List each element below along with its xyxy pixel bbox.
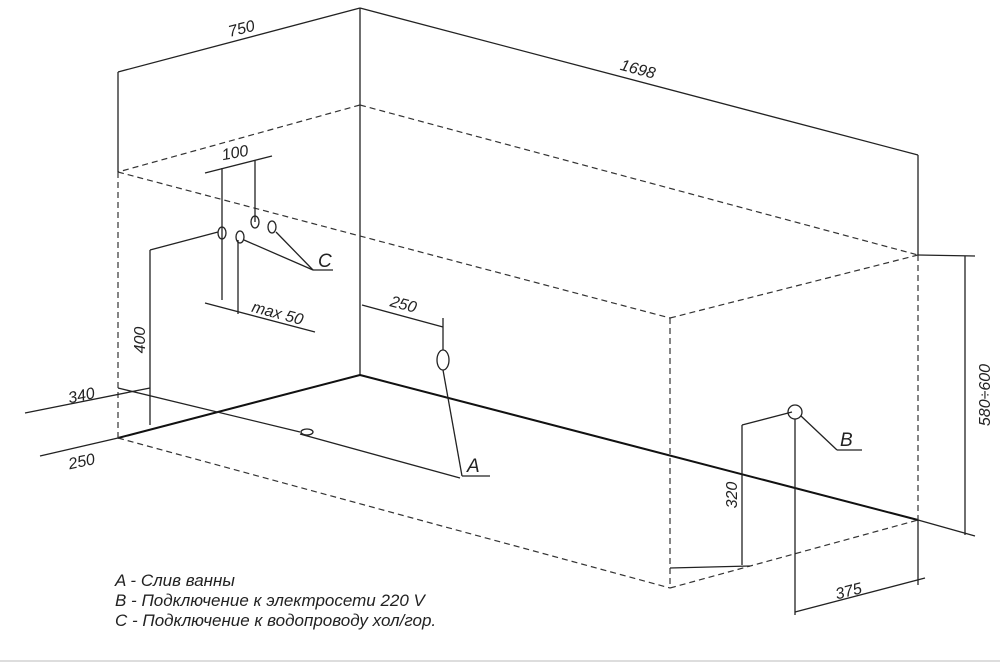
drain-outlet: [436, 349, 450, 371]
dim-power-height: 320: [724, 482, 741, 509]
leader-lines: [243, 231, 862, 477]
wall-floor-line-side: [117, 374, 361, 439]
dim-water-max: max 50: [250, 299, 305, 329]
power-outlet: [787, 404, 803, 420]
dim-left-offset: 340: [67, 385, 97, 407]
legend: A - Слив ванны B - Подключение к электро…: [115, 571, 436, 631]
marker-b: B: [840, 430, 853, 451]
dim-water-height: 400: [132, 327, 149, 354]
water-connections: [217, 215, 277, 244]
dimension-lines: [24, 7, 976, 615]
dim-drain-offset: 250: [387, 293, 418, 317]
tub-outline: [117, 104, 919, 589]
dim-width: 750: [227, 18, 257, 41]
bottom-divider: [0, 660, 1000, 662]
legend-item-b: B - Подключение к электросети 220 V: [115, 591, 425, 610]
dim-left-drain: 250: [66, 451, 97, 473]
wall-floor-line-back: [359, 374, 919, 521]
dim-height: 580÷600: [977, 364, 994, 426]
dim-length: 1698: [618, 57, 657, 83]
marker-c: C: [318, 251, 332, 272]
legend-item-a: A - Слив ванны: [115, 571, 235, 590]
dim-power-offset: 375: [834, 580, 864, 603]
dim-water-spacing: 100: [220, 143, 249, 164]
marker-a: A: [466, 456, 480, 477]
legend-item-c: C - Подключение к водопроводу хол/гор.: [115, 611, 437, 630]
floor-drain: [300, 428, 314, 436]
